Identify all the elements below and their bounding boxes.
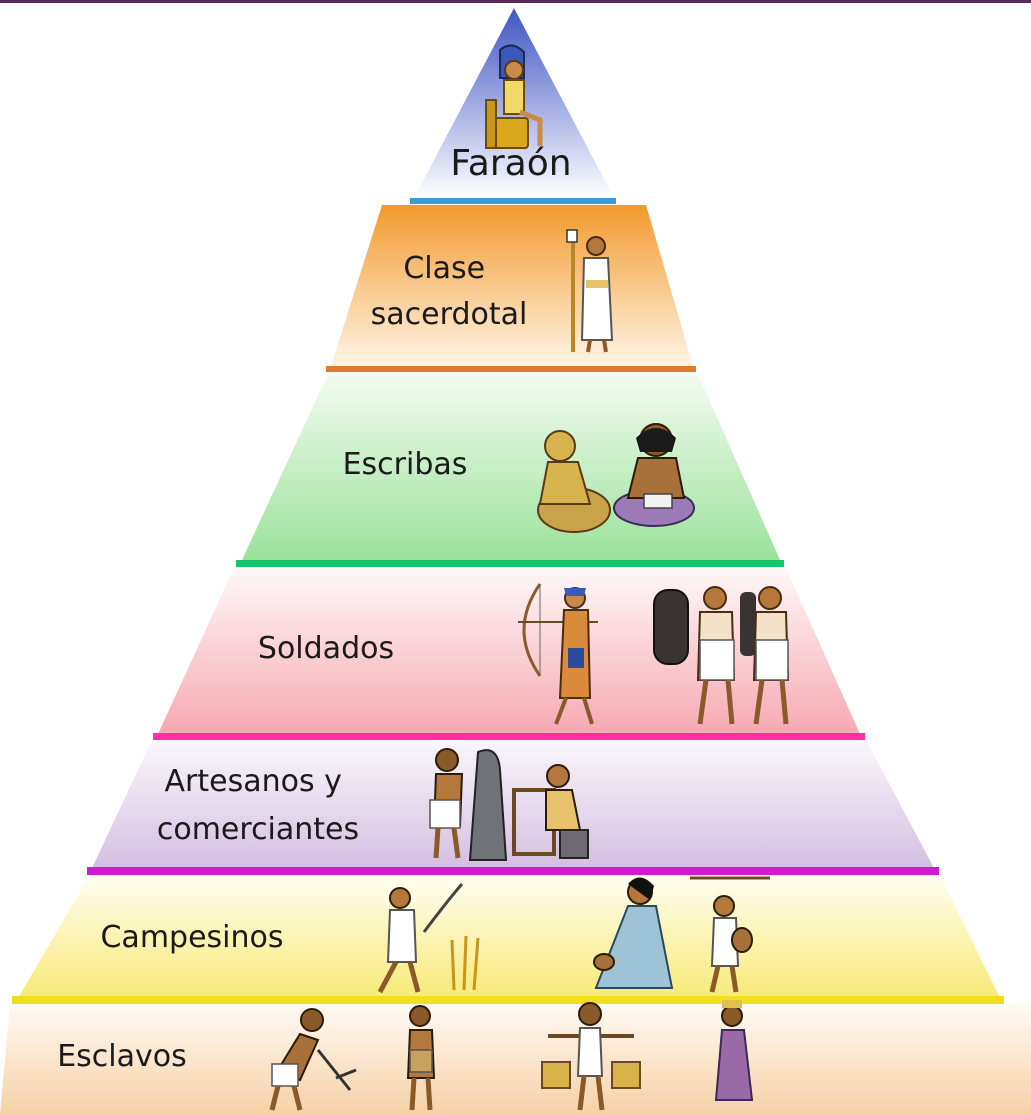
- pharaoh-figure: [485, 44, 543, 149]
- tier-label-clase-sacerdotal: Clase sacerdotal: [371, 251, 528, 332]
- soldiers-figure: [518, 583, 790, 725]
- priest-figure: [566, 229, 614, 353]
- tier-label-faraon: Faraón: [450, 143, 571, 184]
- tier-band-escribas: [242, 372, 780, 560]
- scribes-figure: [537, 423, 695, 533]
- separator-clase-sacerdotal: [326, 366, 696, 372]
- separator-faraon: [410, 198, 616, 204]
- tier-label-artesanos-y-comerciantes: Artesanos y comerciantes: [157, 764, 359, 847]
- separator-escribas: [236, 560, 784, 567]
- slaves-figure: [269, 1000, 754, 1111]
- tier-label-soldados: Soldados: [258, 631, 394, 666]
- artisans-figure: [429, 748, 589, 861]
- tier-band-esclavos: [0, 1004, 1031, 1115]
- separator-soldados: [153, 733, 865, 740]
- tier-band-campesinos: [18, 875, 1000, 998]
- peasants-figure: [377, 876, 770, 994]
- top-border: [0, 0, 1031, 3]
- tier-label-escribas: Escribas: [343, 447, 468, 482]
- separator-artesanos-y-comerciantes: [87, 867, 939, 875]
- tier-label-campesinos: Campesinos: [100, 920, 283, 955]
- separator-campesinos: [12, 996, 1004, 1004]
- tier-label-esclavos: Esclavos: [57, 1039, 187, 1074]
- tier-band-clase-sacerdotal: [331, 205, 693, 366]
